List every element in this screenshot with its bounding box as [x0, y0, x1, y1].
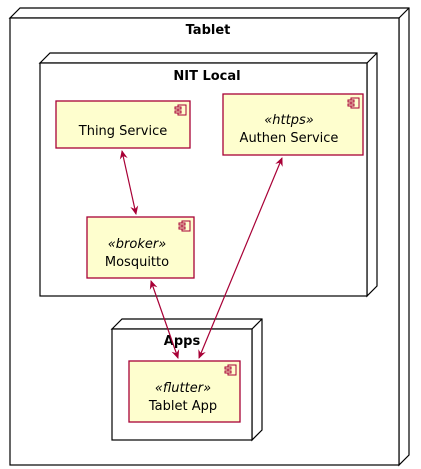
authen-service-component: «https» Authen Service [222, 93, 364, 156]
thing-service-component: Thing Service [55, 100, 191, 149]
thing-service-box [55, 100, 191, 149]
component-icon [174, 104, 187, 116]
mosquitto-stereotype: «broker» [108, 237, 166, 252]
nit-local-node-title: NIT Local [173, 69, 240, 84]
apps-node-title: Apps [164, 334, 201, 349]
mosquitto-box [86, 216, 195, 279]
arrow-thing-service-mosquitto [119, 150, 139, 215]
tablet-node-title: Tablet [186, 23, 231, 38]
authen-service-stereotype: «https» [264, 113, 314, 128]
authen-service-box [222, 93, 364, 156]
tablet-app-label: Tablet App [148, 399, 217, 414]
component-icon [224, 364, 237, 376]
authen-service-label: Authen Service [240, 131, 339, 146]
arrow-authen-service-tablet-app [198, 157, 283, 359]
mosquitto-label: Mosquitto [105, 255, 169, 270]
component-icon [178, 220, 191, 232]
component-icon [347, 97, 360, 109]
arrow-mosquitto-tablet-app [149, 280, 180, 359]
mosquitto-component: «broker» Mosquitto [86, 216, 195, 279]
thing-service-label: Thing Service [78, 124, 167, 139]
tablet-app-box [128, 360, 241, 423]
tablet-app-stereotype: «flutter» [155, 381, 211, 396]
tablet-app-component: «flutter» Tablet App [128, 360, 241, 423]
